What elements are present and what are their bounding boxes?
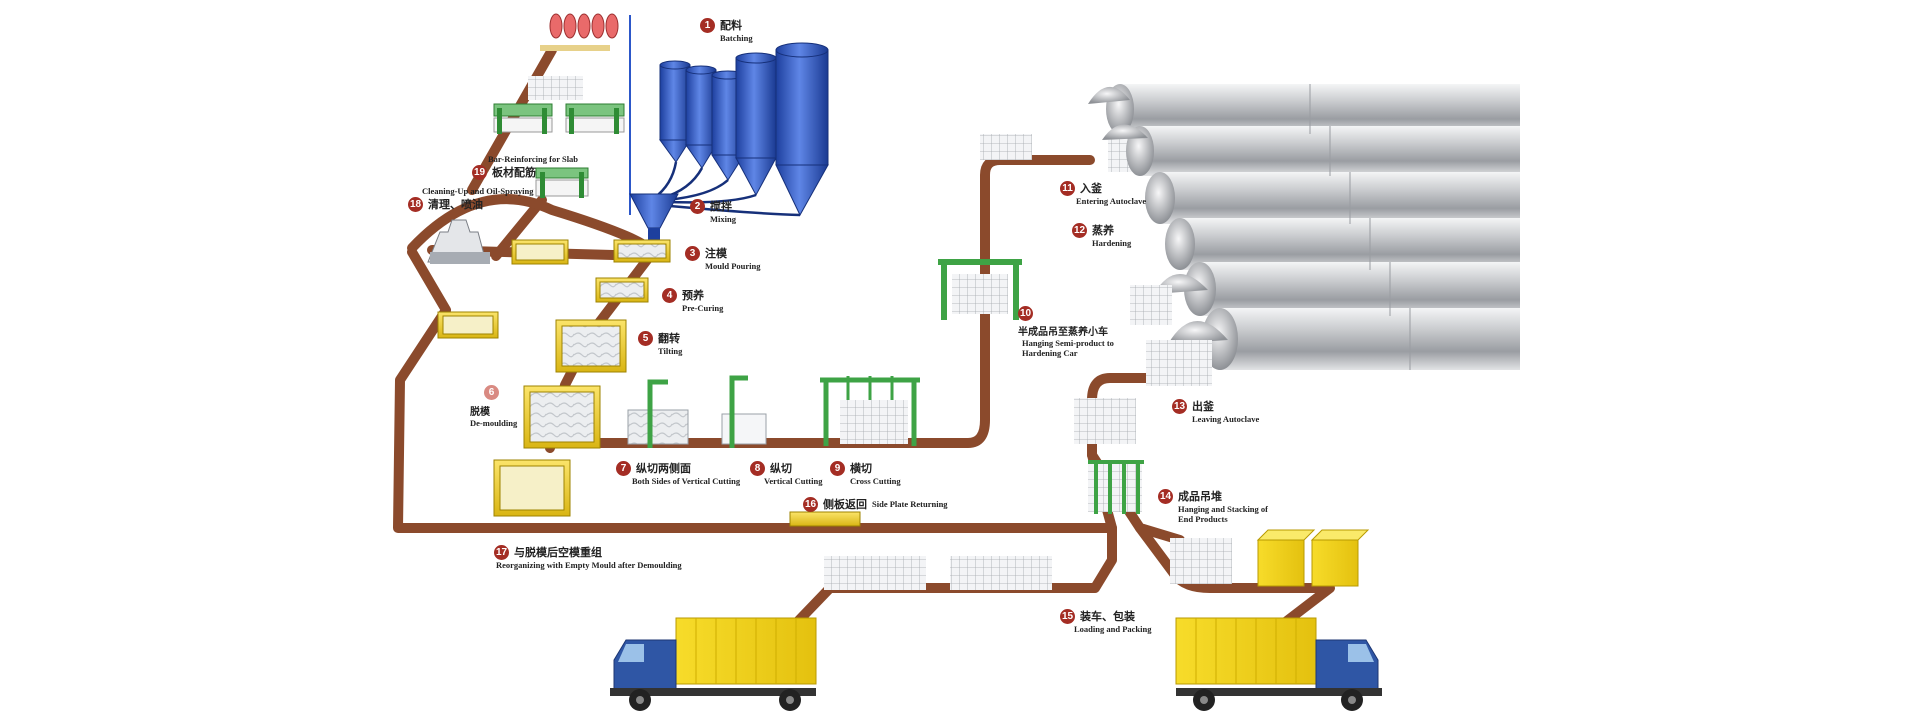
step-en-label: Side Plate Returning xyxy=(872,499,948,509)
step-batching: 1 配料 Batching xyxy=(700,17,753,43)
step-number-badge: 9 xyxy=(830,460,845,476)
step-en-label: Vertical Cutting xyxy=(764,476,823,486)
step-tilting: 5 翻转 Tilting xyxy=(638,330,682,356)
step-en-label: Leaving Autoclave xyxy=(1192,414,1260,424)
step-leaving-autoclave: 13 出釜 Leaving Autoclave xyxy=(1172,398,1259,424)
packed-boxes xyxy=(1256,529,1370,587)
step-hardening: 12 蒸养 Hardening xyxy=(1072,222,1131,248)
step-number-badge: 2 xyxy=(690,198,705,214)
step-number-badge: 8 xyxy=(750,460,765,476)
step-hanging-stacking: 14 成品吊堆 Hanging and Stacking of End Produ… xyxy=(1158,488,1268,524)
step-loading-packing: 15 装车、包装 Loading and Packing xyxy=(1060,608,1151,634)
step-entering-autoclave: 11 入釜 Entering Autoclave xyxy=(1060,180,1146,206)
step-en-label: Loading and Packing xyxy=(1074,624,1152,634)
step-number-badge: 17 xyxy=(494,544,509,560)
step-en-label: Batching xyxy=(720,33,753,43)
step-zh-label: 脱模 xyxy=(470,407,490,418)
step-hanging-semi-product: 10 半成品吊至蒸养小车 Hanging Semi-product to Har… xyxy=(1018,306,1114,358)
step-en-label: Entering Autoclave xyxy=(1076,196,1147,206)
step-zh-label: 清理、喷油 xyxy=(428,198,483,211)
oil-spraying-machine xyxy=(427,219,490,264)
step-number-badge: 1 xyxy=(700,17,715,33)
step-number-badge: 13 xyxy=(1172,398,1187,414)
autoclaves xyxy=(1088,84,1520,370)
step-zh-label: 蒸养 xyxy=(1092,224,1114,237)
step-zh-label: 搅拌 xyxy=(710,200,732,213)
step-en-label: Hanging and Stacking of End Products xyxy=(1178,504,1268,524)
step-zh-label: 注模 xyxy=(705,247,727,260)
truck-left xyxy=(610,617,817,711)
step-en-label: Tilting xyxy=(658,346,683,356)
step-zh-label: 配料 xyxy=(720,19,742,32)
reinforcement-racks xyxy=(493,103,625,198)
step-en-label: Reorganizing with Empty Mould after Demo… xyxy=(496,560,682,570)
step-zh-label: 纵切 xyxy=(770,462,792,475)
step-number-badge: 15 xyxy=(1060,608,1075,624)
step-zh-label: 预养 xyxy=(682,289,704,302)
step-number-badge: 16 xyxy=(803,496,818,512)
step-en-label: Cleaning-Up and Oil-Spraying xyxy=(422,186,534,196)
step-en-label: Pre-Curing xyxy=(682,303,724,313)
step-zh-label: 侧板返回 xyxy=(823,498,867,511)
step-mould-pouring: 3 注模 Mould Pouring xyxy=(685,245,761,271)
step-en-label: Bar-Reinforcing for Slab xyxy=(488,154,579,164)
step-reorganizing-empty-mould: 17 与脱模后空模重组 Reorganizing with Empty Mould… xyxy=(494,544,682,570)
step-bar-reinforcing-slab: Bar-Reinforcing for Slab 19 板材配筋 xyxy=(472,154,578,180)
cutting-stations xyxy=(627,375,920,448)
reinforcement-rollers xyxy=(528,13,619,100)
step-de-moulding: 6 脱模 De-moulding xyxy=(470,385,517,428)
step-en-label: Both Sides of Vertical Cutting xyxy=(632,476,741,486)
semi-product-stack xyxy=(980,134,1032,160)
step-number-badge: 11 xyxy=(1060,180,1075,196)
step-zh-label: 半成品吊至蒸养小车 xyxy=(1018,327,1108,338)
step-zh-label: 板材配筋 xyxy=(492,166,536,179)
step-number-badge: 12 xyxy=(1072,222,1087,238)
step-zh-label: 入釜 xyxy=(1080,182,1102,195)
step-number-badge: 4 xyxy=(662,287,677,303)
hanging-car xyxy=(938,259,1022,320)
step-pre-curing: 4 预养 Pre-Curing xyxy=(662,287,723,313)
autoclave-cart-stack xyxy=(1130,285,1172,325)
step-zh-label: 出釜 xyxy=(1192,400,1214,413)
step-number-badge: 7 xyxy=(616,460,631,476)
step-number-badge: 18 xyxy=(408,196,423,212)
step-cleaning-oil-spraying: Cleaning-Up and Oil-Spraying 18 清理、喷油 xyxy=(408,186,533,212)
step-both-sides-vertical-cutting: 7 纵切两侧面 Both Sides of Vertical Cutting xyxy=(616,460,740,486)
truck-right xyxy=(1175,617,1382,711)
leaving-autoclave-stack xyxy=(1146,340,1212,386)
step-mixing: 2 搅拌 Mixing xyxy=(690,198,736,224)
step-vertical-cutting: 8 纵切 Vertical Cutting xyxy=(750,460,822,486)
yellow-moulds xyxy=(437,239,861,527)
step-zh-label: 翻转 xyxy=(658,332,680,345)
step-number-badge: 3 xyxy=(685,245,700,261)
step-side-plate-returning: 16 侧板返回 Side Plate Returning xyxy=(803,496,948,512)
batching-silos xyxy=(629,42,829,240)
step-zh-label: 成品吊堆 xyxy=(1178,490,1222,503)
step-en-label: De-moulding xyxy=(470,418,518,428)
step-en-label: Mould Pouring xyxy=(705,261,761,271)
step-en-label: Hardening xyxy=(1092,238,1132,248)
step-zh-label: 纵切两侧面 xyxy=(636,462,691,475)
step-zh-label: 与脱模后空模重组 xyxy=(514,546,602,559)
step-number-badge: 6 xyxy=(484,385,499,400)
step-number-badge: 10 xyxy=(1018,306,1033,321)
step-number-badge: 19 xyxy=(472,164,487,180)
step-zh-label: 横切 xyxy=(850,462,872,475)
step-en-label: Mixing xyxy=(710,214,736,224)
stacking-stations xyxy=(824,398,1232,590)
step-en-label: Hanging Semi-product to Hardening Car xyxy=(1022,338,1114,358)
step-number-badge: 14 xyxy=(1158,488,1173,504)
step-en-label: Cross Cutting xyxy=(850,476,901,486)
step-cross-cutting: 9 横切 Cross Cutting xyxy=(830,460,901,486)
step-number-badge: 5 xyxy=(638,330,653,346)
step-zh-label: 装车、包装 xyxy=(1080,610,1135,623)
